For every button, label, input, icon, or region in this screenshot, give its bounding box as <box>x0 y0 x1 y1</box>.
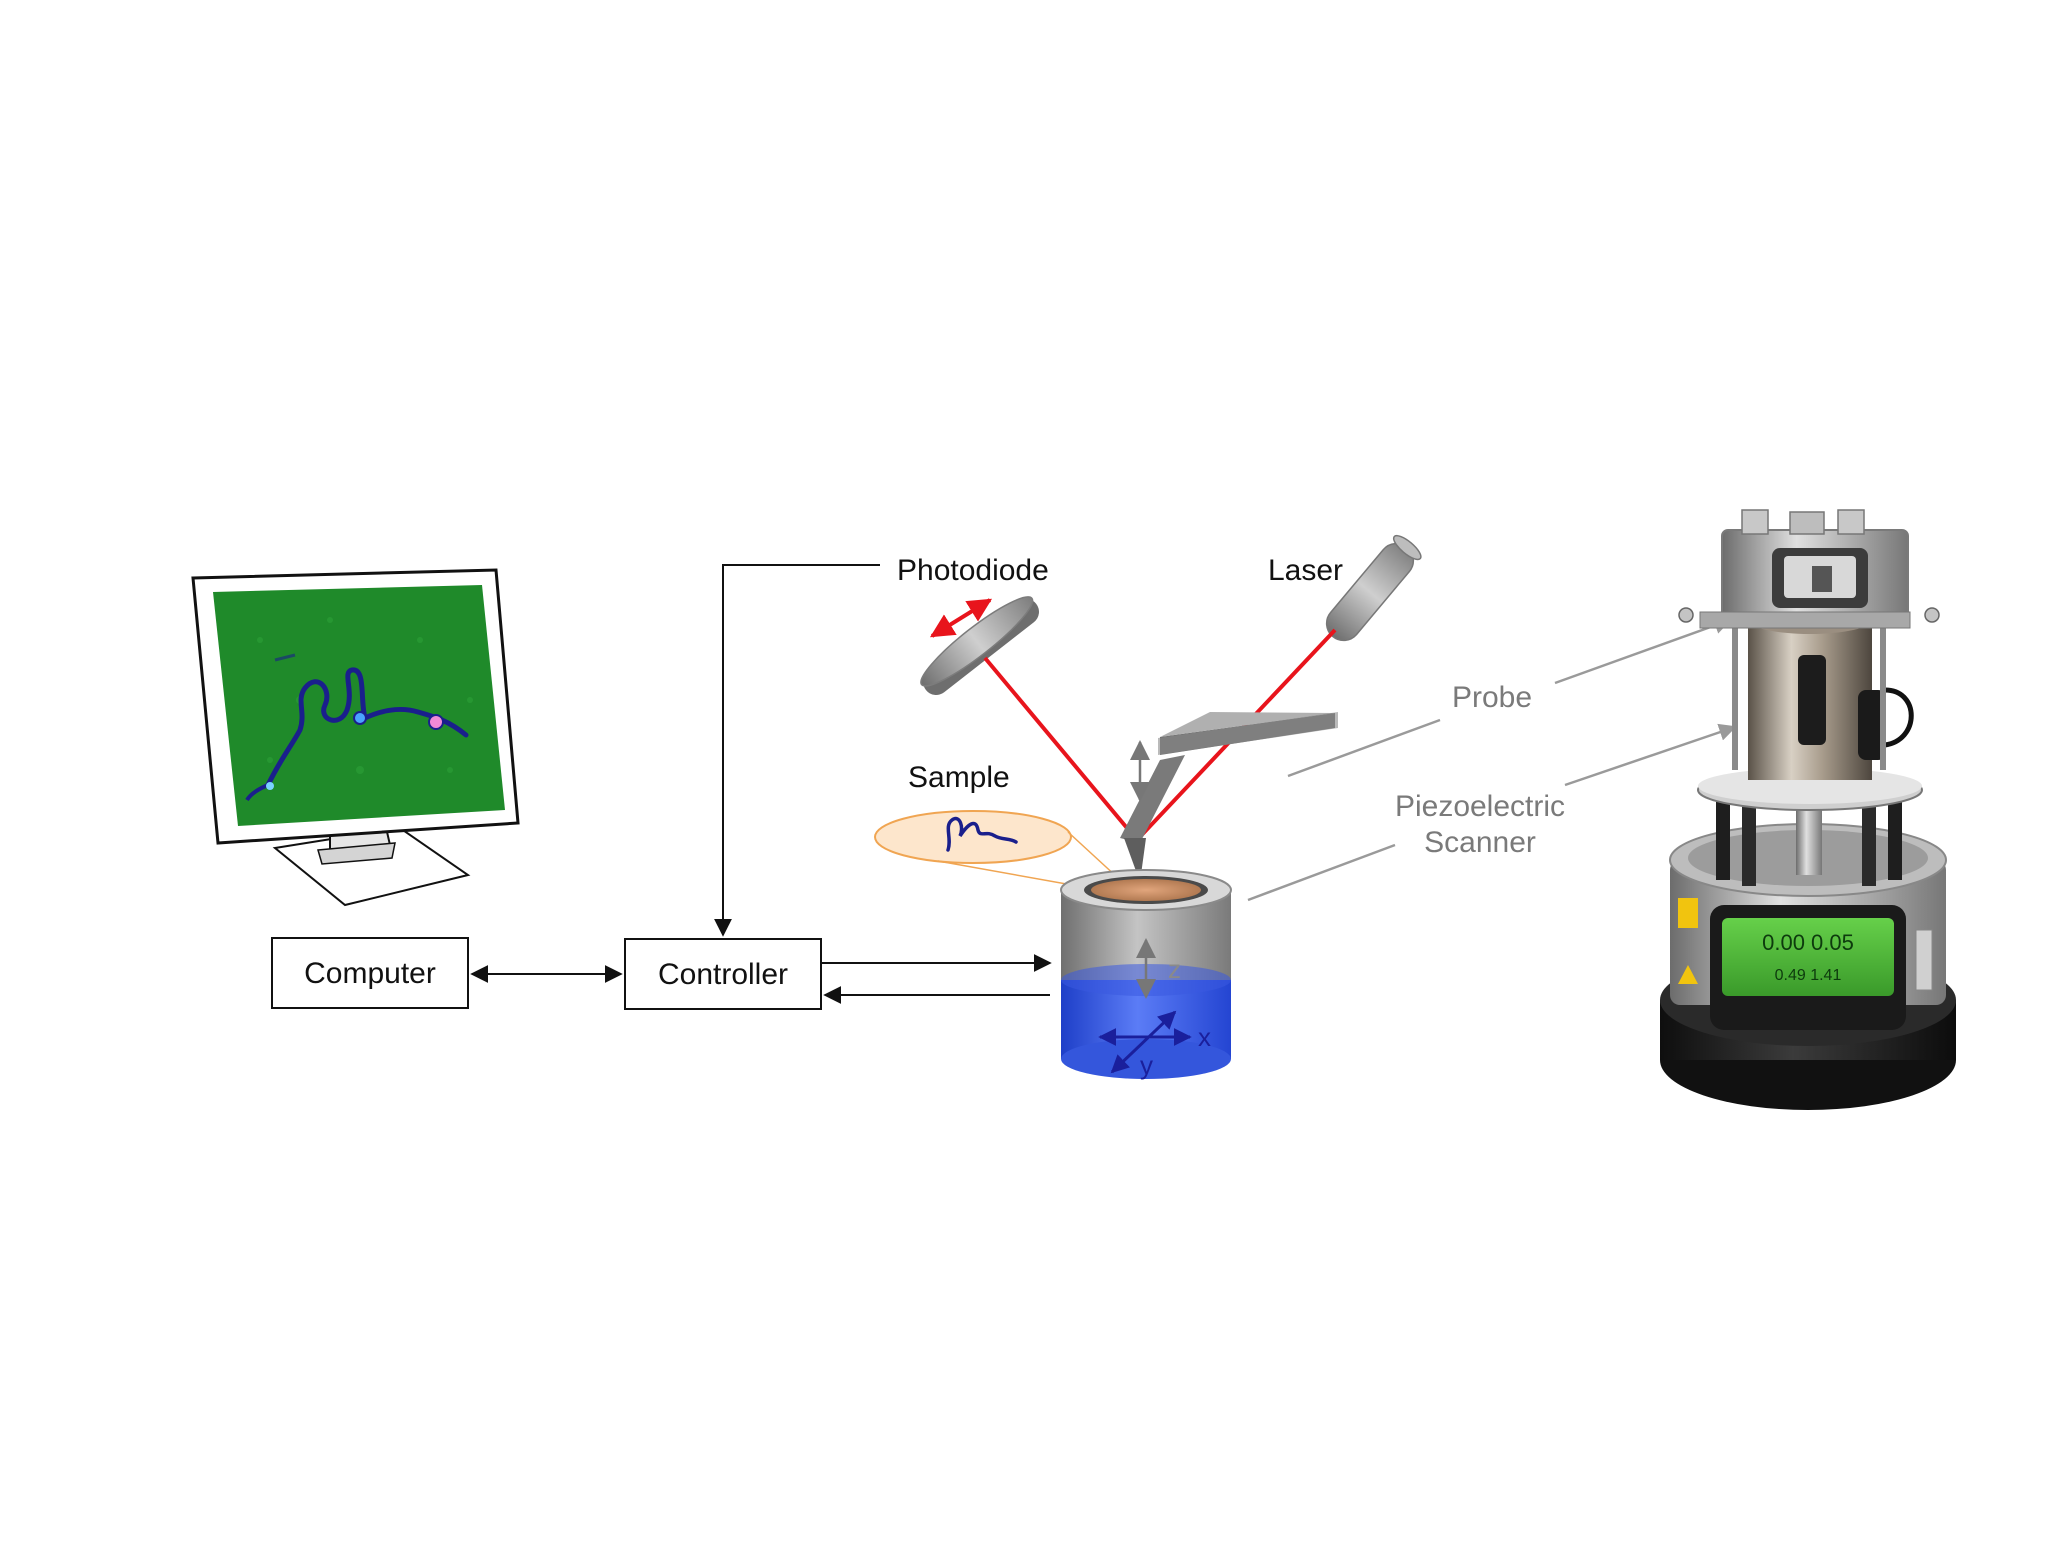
photodiode-icon <box>920 596 1039 696</box>
cantilever-icon <box>1120 712 1338 882</box>
probe-label: Probe <box>1452 681 1532 714</box>
photodiode-label: Photodiode <box>897 554 1049 587</box>
laser-label: Laser <box>1268 554 1343 587</box>
laser-warning-icon <box>1678 965 1698 984</box>
sample-molecule <box>946 816 1018 852</box>
piezo-label-line2: Scanner <box>1424 826 1536 859</box>
afm-instrument-photo: 0.00 0.05 0.49 1.41 <box>1660 509 1956 1110</box>
piezo-scanner-icon: z x y <box>1060 869 1232 1080</box>
laser-icon <box>1325 534 1422 642</box>
computer-label: Computer <box>304 957 436 990</box>
axis-z-label: z <box>1168 954 1181 984</box>
axis-y-label: y <box>1140 1050 1153 1080</box>
piezo-label-line1: Piezoelectric <box>1395 790 1565 823</box>
warning-label <box>1678 898 1698 928</box>
monitor-icon <box>191 568 520 907</box>
afm-image-screen <box>213 585 505 826</box>
scanner-pointer-diagram <box>1247 843 1396 902</box>
probe-pointer-diagram <box>1287 718 1441 778</box>
probe-pointer-photo <box>1554 617 1732 685</box>
controller-label: Controller <box>658 958 788 991</box>
lcd-line2: 0.49 1.41 <box>1775 967 1842 984</box>
sample-label: Sample <box>908 761 1010 794</box>
scanner-pointer-photo <box>1564 723 1737 787</box>
instrument-lcd <box>1722 918 1894 996</box>
lcd-line1: 0.00 0.05 <box>1762 930 1854 955</box>
controller-box: Controller <box>624 938 822 1010</box>
photodiode-to-controller-arrow <box>714 564 880 937</box>
dna-molecule-trace <box>265 667 469 788</box>
axis-x-label: x <box>1198 1022 1211 1052</box>
computer-box: Computer <box>271 937 469 1009</box>
